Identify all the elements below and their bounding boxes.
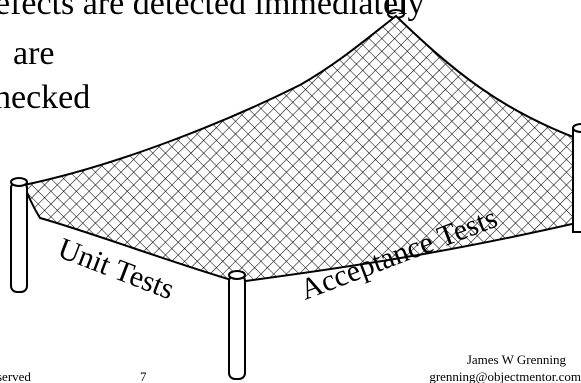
footer-copyright: served	[0, 369, 31, 383]
slide-line-2: are	[13, 35, 55, 72]
slide-line-3: hecked	[0, 79, 90, 116]
post-left	[10, 177, 28, 293]
footer-page-number: 7	[140, 369, 147, 383]
footer-email: grenning@objectmentor.com	[429, 369, 581, 383]
slide-line-1: efects are detected immediately	[0, 0, 424, 22]
footer-author: James W Grenning	[467, 352, 567, 367]
post-front	[228, 270, 246, 380]
safety-net	[22, 14, 581, 284]
post-back-center	[387, 0, 405, 19]
post-right	[572, 123, 581, 233]
